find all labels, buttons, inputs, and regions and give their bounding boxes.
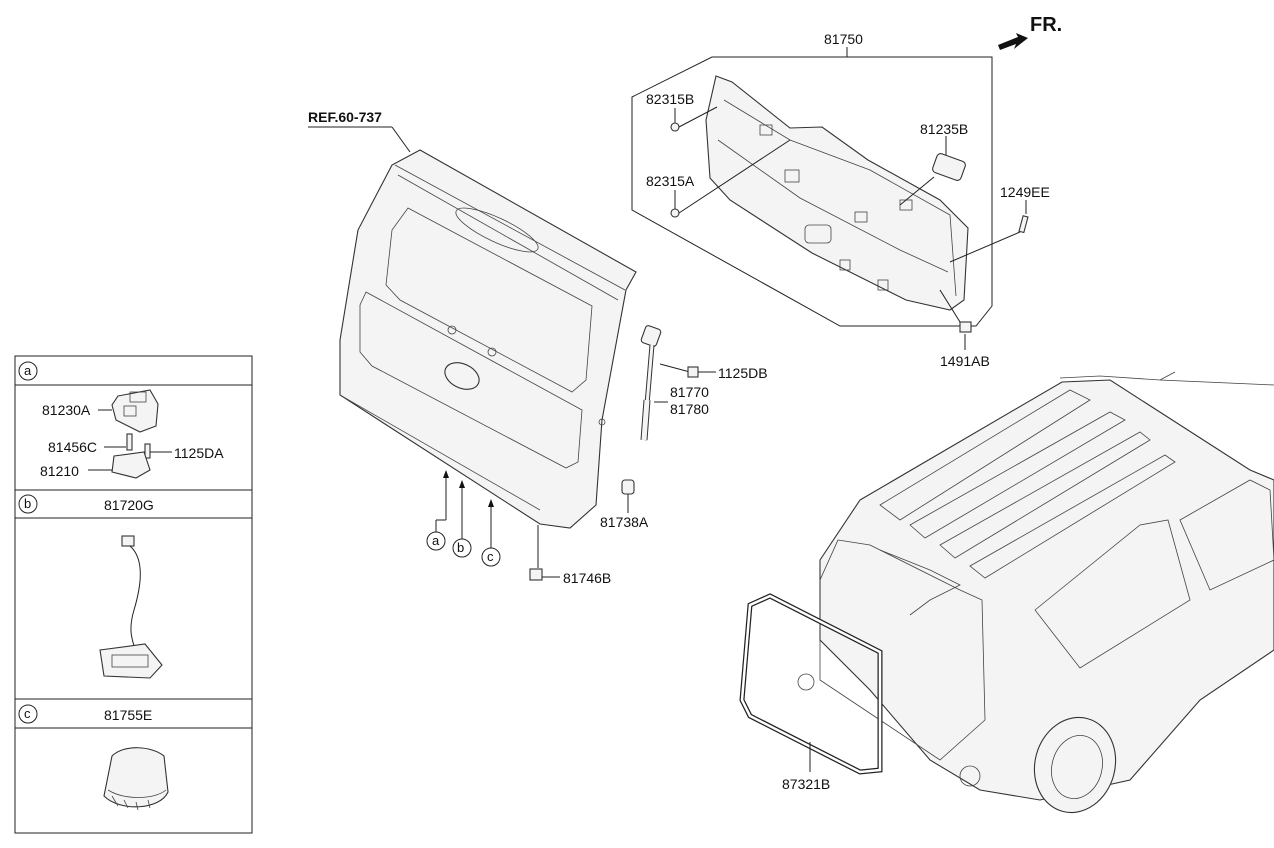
reference-label: REF.60-737 [308,109,382,125]
bumper-stop-group: 81738A [600,479,649,530]
latch-actuator-icon [111,389,159,433]
section-c-title: 81755E [104,707,152,723]
marker-b-label: b [457,540,464,555]
trim-handle-81235B-icon [932,153,966,181]
emblem-icon [444,362,480,390]
callout-81746B: 81746B [563,570,611,586]
section-b-key: b [24,496,31,511]
callout-87321B: 87321B [782,776,830,792]
front-arrow-icon [998,33,1028,50]
tailgate-glass [385,207,593,393]
vehicle-rear-illustration [797,371,1274,814]
callout-81210: 81210 [40,463,79,479]
callout-1249EE: 1249EE [1000,184,1050,200]
clip-82315A-icon [670,208,680,218]
gas-strut-group: 1125DB 81770 81780 [640,325,768,441]
marker-a-label: a [432,533,440,548]
connector-icon [121,535,135,547]
callout-1125DB: 1125DB [718,365,768,381]
detail-markers: a b c [426,470,501,567]
detail-section-b: b 81720G [18,494,163,679]
bolt-1125DA-icon [144,443,151,459]
callout-81780: 81780 [670,401,709,417]
tailgate-trim-panel [705,75,969,311]
detail-panel-frame [14,355,253,834]
license-lamp-icon [99,643,163,679]
callout-81738A: 81738A [600,514,649,530]
callout-1125DA: 1125DA [174,445,224,461]
latch-81210-icon [111,451,151,479]
marker-c-label: c [487,549,494,564]
callout-82315B: 82315B [646,91,694,107]
tailgate-trim-group: 81750 82315B 82315A 81235B 1249EE [631,31,1050,369]
clip-1491AB-icon [959,321,972,333]
section-c-key: c [24,706,31,721]
section-b-title: 81720G [104,497,154,513]
callout-81750: 81750 [824,31,863,47]
tailgate-panel [339,149,637,529]
reference-callout: REF.60-737 [308,109,411,153]
bolt-1125DB-icon [687,366,699,378]
striker-icon [529,568,543,581]
marker-c [481,547,501,567]
callout-1491AB: 1491AB [940,353,990,369]
front-direction-indicator: FR. [998,14,1062,50]
callout-81230A: 81230A [42,402,91,418]
detail-section-a: a 81230A 81456C 1125DA 81210 [18,361,224,479]
bumper-stop-icon [621,479,635,495]
clip-82315B-icon [670,122,680,132]
screw-1249EE-icon [1018,215,1029,234]
callout-81235B: 81235B [920,121,968,137]
callout-81456C: 81456C [48,439,97,455]
section-a-key: a [24,363,32,378]
detail-panel: a 81230A 81456C 1125DA 81210 b 81720G [14,355,253,834]
weatherstrip-group: 87321B [739,593,883,792]
marker-b [452,538,472,558]
front-label: FR. [1030,14,1062,36]
striker-group: 81746B [529,525,611,586]
detail-section-c: c 81755E [18,704,169,811]
callout-81770: 81770 [670,384,709,400]
callout-82315A: 82315A [646,173,695,189]
pin-81456C-icon [126,433,133,451]
